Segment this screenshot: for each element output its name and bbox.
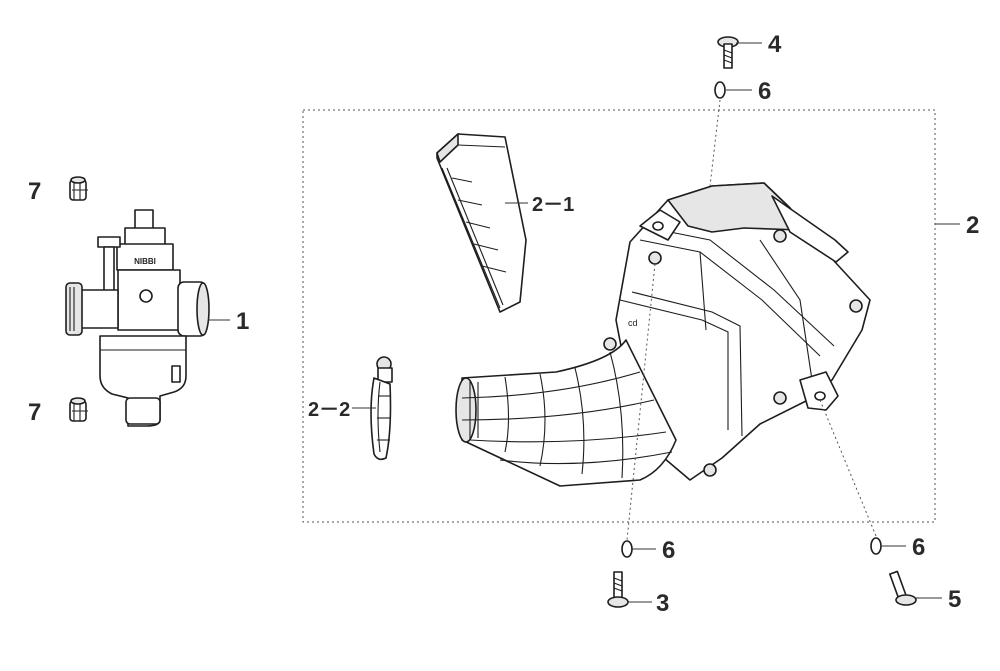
callout-3: 3 [656, 590, 669, 617]
screw-bottom-right [888, 570, 917, 606]
callout-2-1: 2－1 [532, 194, 574, 216]
air-filter-housing: cd [603, 182, 871, 481]
svg-text:cd: cd [628, 318, 638, 328]
callout-2: 2 [966, 212, 979, 239]
callout-5: 5 [948, 586, 961, 613]
callout-2-2: 2－2 [308, 399, 350, 421]
callout-7-top: 7 [28, 178, 41, 205]
callout-7-bottom: 7 [28, 399, 41, 426]
carburetor-brand-text: NIBBI [134, 257, 156, 266]
intake-duct [455, 339, 677, 487]
washer-bottom-left [621, 540, 633, 558]
washer-top [714, 81, 726, 99]
carburetor: NIBBI [65, 209, 210, 427]
assembly-frame [302, 109, 936, 523]
hose-clamp [370, 356, 393, 461]
callout-4: 4 [768, 31, 782, 58]
callout-6-bottom-left: 6 [662, 537, 675, 564]
air-filter-element [436, 133, 527, 313]
callout-6-bottom-right: 6 [912, 534, 925, 561]
washer-bottom-right [870, 537, 882, 555]
screw-top [717, 36, 739, 69]
nut-bottom [69, 397, 87, 422]
nut-top [69, 176, 87, 201]
callout-1: 1 [236, 308, 249, 335]
callout-6-top: 6 [758, 78, 771, 105]
screw-bottom-left [607, 571, 629, 608]
